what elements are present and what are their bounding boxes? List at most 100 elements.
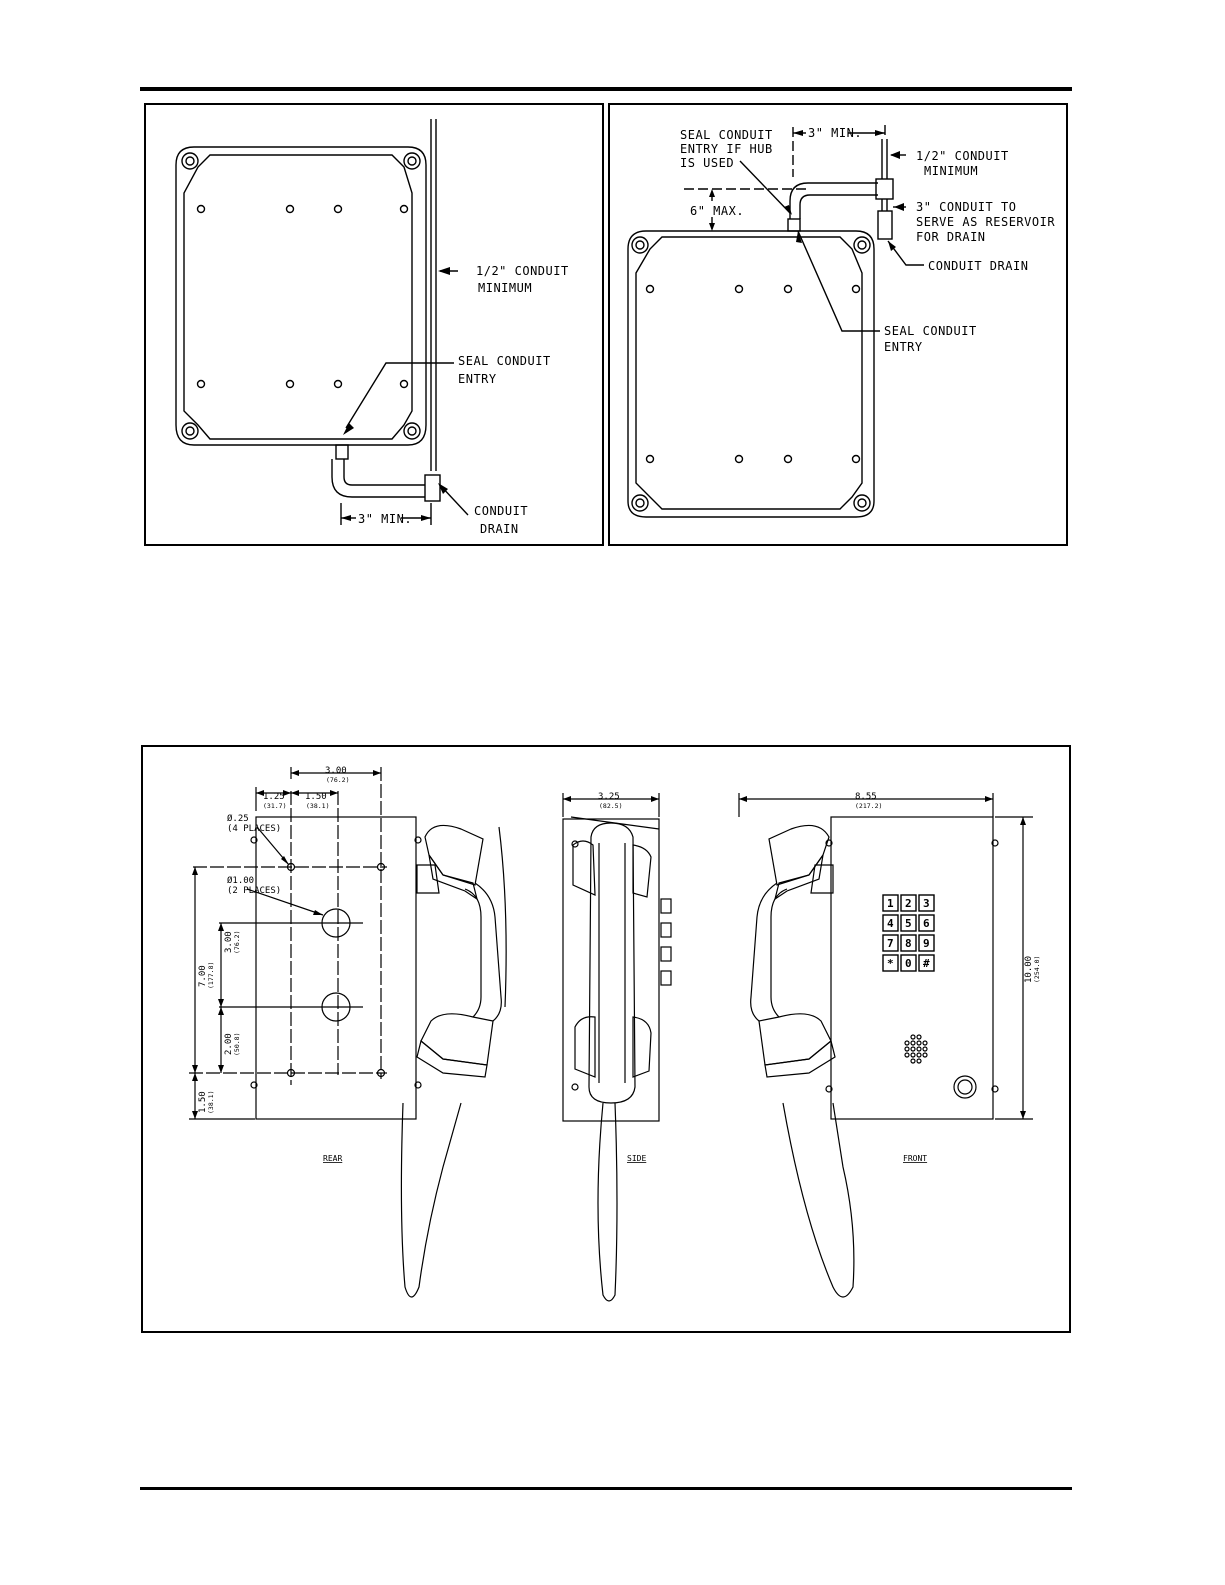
conduit-drain-label: CONDUIT xyxy=(474,504,528,518)
rear-width-3-00-mm: (76.2) xyxy=(326,776,349,784)
reservoir-label-1: 3" CONDUIT TO xyxy=(916,200,1016,214)
top-rule xyxy=(140,87,1072,91)
rear-height-1-50: 1.50 xyxy=(198,1091,208,1113)
seal-conduit-label: SEAL CONDUIT xyxy=(458,354,551,368)
keypad-key xyxy=(882,934,899,952)
keypad-key xyxy=(900,914,917,932)
conduit-drain-label-2: DRAIN xyxy=(480,522,519,536)
reservoir-label-3: FOR DRAIN xyxy=(916,230,986,244)
front-height-10-00: 10.00 xyxy=(1024,956,1034,983)
rear-height-1-50-mm: (38.1) xyxy=(207,1091,215,1114)
small-hole-label-2: (4 PLACES) xyxy=(227,824,281,834)
rear-width-1-25-mm: (31.7) xyxy=(263,802,286,810)
conduit-drain-fitting xyxy=(424,474,441,502)
hub-seal-label-3: IS USED xyxy=(680,156,734,170)
front-height-10-00-mm: (254.0) xyxy=(1033,956,1041,983)
rear-view xyxy=(189,767,507,1298)
side-caption: SIDE xyxy=(627,1154,646,1163)
conduit-minimum-label: 1/2" CONDUIT xyxy=(476,264,569,278)
keypad-key-label: * xyxy=(887,957,894,970)
keypad-key xyxy=(900,934,917,952)
keypad-key-label: 9 xyxy=(923,937,930,950)
hub-seal-label-2: ENTRY IF HUB xyxy=(680,142,773,156)
mount-hole-large xyxy=(321,908,351,938)
keypad-key-label: 3 xyxy=(923,897,930,910)
keypad-key xyxy=(918,914,935,932)
keypad-key-label: # xyxy=(923,957,930,970)
min-distance-label: 3" MIN. xyxy=(358,512,412,526)
min-distance-label: 3" MIN. xyxy=(808,126,862,140)
conduit-minimum-label: 1/2" CONDUIT xyxy=(916,149,1009,163)
rear-height-2-00-mm: (50.8) xyxy=(233,1033,241,1056)
front-width-8-55: 8.55 xyxy=(855,792,877,802)
side-handset xyxy=(588,822,636,1104)
front-caption: FRONT xyxy=(903,1154,927,1163)
keypad-key-label: 6 xyxy=(923,917,930,930)
enclosure-outline xyxy=(627,230,875,518)
keypad-key xyxy=(882,954,899,972)
rear-caption: REAR xyxy=(323,1154,342,1163)
mounting-screws xyxy=(196,204,409,389)
keypad-key xyxy=(918,894,935,912)
keypad-key-label: 5 xyxy=(905,917,912,930)
seal-conduit-label-2: ENTRY xyxy=(458,372,497,386)
rear-height-7-00: 7.00 xyxy=(198,965,208,987)
conduit-drain-label: CONDUIT DRAIN xyxy=(928,259,1028,273)
push-button xyxy=(953,1075,977,1099)
mounting-screws xyxy=(645,284,861,464)
keypad-key-label: 2 xyxy=(905,897,912,910)
bottom-conduit xyxy=(331,459,425,498)
speaker-grille xyxy=(904,1034,928,1064)
hub-seal-label-1: SEAL CONDUIT xyxy=(680,128,773,142)
keypad-key-label: 0 xyxy=(905,957,912,970)
mount-hole-large xyxy=(321,992,351,1022)
rear-width-1-25: 1.25 xyxy=(263,792,285,802)
enclosure-inner xyxy=(635,236,863,510)
conduit-minimum-label-2: MINIMUM xyxy=(478,281,532,295)
keypad-key xyxy=(900,894,917,912)
side-view xyxy=(562,793,672,1302)
keypad-key xyxy=(900,954,917,972)
bottom-entry-diagram: 1/2" CONDUIT MINIMUM SEAL CONDUIT ENTRY … xyxy=(144,103,604,546)
keypad-key xyxy=(882,894,899,912)
max-distance-label: 6" MAX. xyxy=(690,204,744,218)
telephone-dimension-drawing: 123 456 789 * 0 # 3.00 (76.2) 1.25 (31.7) 1.5… xyxy=(189,766,1041,1302)
top-entry-drawing: SEAL CONDUIT ENTRY IF HUB IS USED 3" MIN… xyxy=(627,125,1055,518)
keypad-key-label: 4 xyxy=(887,917,894,930)
keypad-key xyxy=(882,914,899,932)
keypad-key-label: 7 xyxy=(887,937,894,950)
bottom-rule xyxy=(140,1487,1072,1490)
enclosure-outline xyxy=(175,146,427,446)
top-entry-diagram: SEAL CONDUIT ENTRY IF HUB IS USED 3" MIN… xyxy=(608,103,1068,546)
rear-height-3-00: 3.00 xyxy=(224,931,234,953)
front-view xyxy=(738,793,1033,1298)
rear-housing xyxy=(255,816,417,1120)
keypad-key xyxy=(918,934,935,952)
large-hole-label: Ø1.00 xyxy=(227,875,254,886)
conduit-minimum-label-2: MINIMUM xyxy=(924,164,978,178)
front-housing xyxy=(830,816,994,1120)
seal-conduit-label: SEAL CONDUIT xyxy=(884,324,977,338)
top-conduit xyxy=(789,182,878,219)
keypad-key-label: 8 xyxy=(905,937,912,950)
bottom-entry-drawing: 1/2" CONDUIT MINIMUM SEAL CONDUIT ENTRY … xyxy=(175,119,569,536)
large-hole-label-2: (2 PLACES) xyxy=(227,886,281,896)
rear-height-7-00-mm: (177.8) xyxy=(207,962,215,989)
rear-height-3-00-mm: (76.2) xyxy=(233,931,241,954)
enclosure-inner xyxy=(183,154,413,440)
side-width-3-25-mm: (82.5) xyxy=(599,802,622,810)
rear-width-1-50: 1.50 xyxy=(305,792,327,802)
side-width-3-25: 3.25 xyxy=(598,792,620,802)
seal-conduit-label-2: ENTRY xyxy=(884,340,923,354)
small-hole-label: Ø.25 xyxy=(227,813,249,824)
keypad-key xyxy=(918,954,935,972)
reservoir-conduit xyxy=(877,210,893,240)
front-width-8-55-mm: (217.2) xyxy=(855,802,882,810)
rear-height-2-00: 2.00 xyxy=(224,1033,234,1055)
keypad-key-label: 1 xyxy=(887,897,894,910)
reservoir-label-2: SERVE AS RESERVOIR xyxy=(916,215,1055,229)
side-housing xyxy=(562,818,660,1122)
rear-width-1-50-mm: (38.1) xyxy=(306,802,329,810)
